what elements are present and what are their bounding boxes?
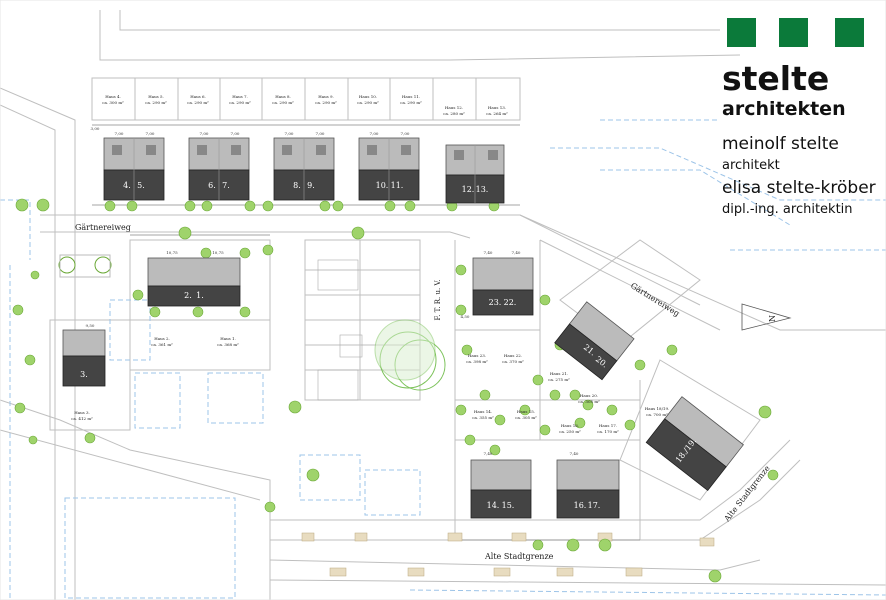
north-label: N <box>768 315 777 322</box>
lot-label: Haus 12. <box>445 105 463 110</box>
dim-label: 10,75 <box>212 250 224 255</box>
lot-area: ca. 305 m² <box>578 399 600 404</box>
person-role: dipl.-ing. architektin <box>722 202 853 217</box>
dim-label: 7,40 <box>484 451 493 456</box>
dim-label: 9,50 <box>86 323 95 328</box>
lot-label: Haus 3. <box>74 410 90 415</box>
dim-label: 4,50 <box>461 314 470 319</box>
lot-label: Haus 5. <box>148 94 164 99</box>
house-num-10: 10. <box>376 181 389 190</box>
house-num-16: 16. <box>574 501 587 510</box>
house-num-23: 23. <box>489 298 502 307</box>
lot-area: ca. 370 m² <box>502 359 524 364</box>
lot-area: ca. 290 m² <box>400 100 422 105</box>
lot-area: ca. 300 m² <box>102 100 124 105</box>
lot-label: Haus 9. <box>318 94 334 99</box>
lot-area: ca. 290 m² <box>315 100 337 105</box>
house-num-6: 6. <box>208 181 216 190</box>
dim-label: 7,00 <box>200 131 209 136</box>
brand-name: stelte <box>722 59 830 98</box>
house-num-8: 8. <box>293 181 301 190</box>
lot-area: ca. 305 m² <box>515 415 537 420</box>
person-name: elisa stelte-kröber <box>722 178 876 198</box>
lot-area: ca. 290 m² <box>187 100 209 105</box>
lot-label: Haus 23. <box>468 353 486 358</box>
lot-area: ca. 361 m² <box>151 342 173 347</box>
brand-subtitle: architekten <box>722 98 846 120</box>
lot-label: Haus 4. <box>105 94 121 99</box>
lot-label: Haus 7. <box>232 94 248 99</box>
lot-label: Haus 8. <box>275 94 291 99</box>
dim-label: 7,40 <box>484 250 493 255</box>
lot-label: Haus 22. <box>504 353 522 358</box>
top-houses <box>103 137 505 204</box>
street-label-gaertnereiweg: Gärtnereiweg <box>629 281 681 318</box>
dim-label: 7,40 <box>570 451 579 456</box>
dim-label: 7,00 <box>146 131 155 136</box>
house-num-13: 13. <box>476 185 489 194</box>
house-num-4: 4. <box>123 181 131 190</box>
street-label-alte-stadtgrenze: Alte Stadtgrenze <box>484 552 554 561</box>
lot-label: Haus 14. <box>474 409 492 414</box>
house-num-3: 3. <box>80 370 88 379</box>
logo-square <box>727 18 756 47</box>
lot-label: Haus 20. <box>580 393 598 398</box>
dim-label: 10,75 <box>166 250 178 255</box>
house-num-7: 7. <box>222 181 230 190</box>
dim-label: 7,00 <box>285 131 294 136</box>
dim-label: 3,00 <box>91 126 100 131</box>
lot-label: Haus 16. <box>561 423 579 428</box>
lot-label: Haus 17. <box>599 423 617 428</box>
dim-label: 7,00 <box>316 131 325 136</box>
lot-area: ca. 700 m² <box>646 412 668 417</box>
person-name: meinolf stelte <box>722 134 839 154</box>
house-num-15: 15. <box>502 501 515 510</box>
lot-label: Haus 2. <box>154 336 170 341</box>
ftr-label: F. T. R. u. V. <box>434 279 442 320</box>
house-num-14: 14. <box>487 501 500 510</box>
lot-label: Haus 15. <box>517 409 535 414</box>
house-num-22: 22. <box>504 298 517 307</box>
north-arrow-icon: N <box>741 303 792 331</box>
lot-area: ca. 368 m² <box>217 342 239 347</box>
lot-label: Haus 11. <box>402 94 420 99</box>
lot-label: Haus 21. <box>550 371 568 376</box>
lot-label: Haus 6. <box>190 94 206 99</box>
dim-label: 7,40 <box>512 250 521 255</box>
house-num-9: 9. <box>307 181 315 190</box>
house-num-1: 1. <box>196 291 204 300</box>
street-label-gaertnereiweg: Gärtnereiweg <box>75 223 131 232</box>
house-num-12: 12. <box>462 185 475 194</box>
person-role: architekt <box>722 158 780 173</box>
dim-label: 7,00 <box>115 131 124 136</box>
lot-area: ca. 275 m² <box>548 377 570 382</box>
lot-area: ca. 290 m² <box>272 100 294 105</box>
lot-label: Haus 1. <box>220 336 236 341</box>
house-num-5: 5. <box>137 181 145 190</box>
lot-area: ca. 250 m² <box>559 429 581 434</box>
house-num-17: 17. <box>588 501 601 510</box>
lot-area: ca. 290 m² <box>145 100 167 105</box>
lot-label: Haus 18/19. <box>645 406 670 411</box>
lot-area: ca. 290 m² <box>357 100 379 105</box>
logo-square <box>835 18 864 47</box>
dim-label: 7,00 <box>370 131 379 136</box>
lot-label: Haus 10. <box>359 94 377 99</box>
lot-area: ca. 264 m² <box>486 111 508 116</box>
lot-area: ca. 170 m² <box>597 429 619 434</box>
lot-area: ca. 280 m² <box>443 111 465 116</box>
lot-area: ca. 412 m² <box>71 416 93 421</box>
lot-area: ca. 398 m² <box>466 359 488 364</box>
lot-area: ca. 290 m² <box>229 100 251 105</box>
house-num-2: 2. <box>184 291 192 300</box>
lot-label: Haus 13. <box>488 105 506 110</box>
street-label-alte-stadtgrenze: Alte Stadtgrenze <box>722 464 772 524</box>
logo-square <box>779 18 808 47</box>
house-num-11: 11. <box>391 181 404 190</box>
lot-area: ca. 355 m² <box>472 415 494 420</box>
dim-label: 7,00 <box>231 131 240 136</box>
dim-label: 7,00 <box>401 131 410 136</box>
